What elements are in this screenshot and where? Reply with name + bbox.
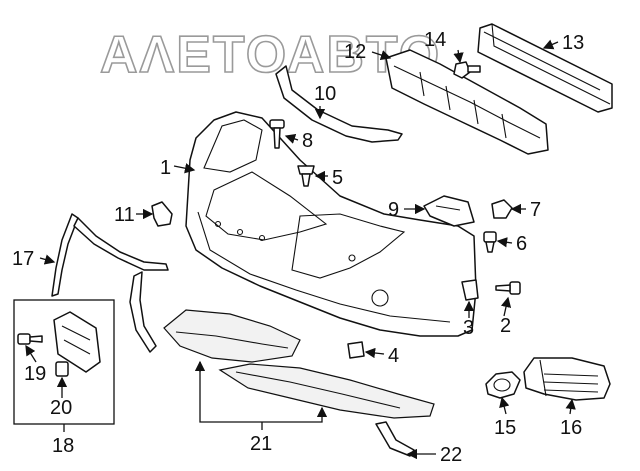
label-4: 4 — [388, 345, 399, 367]
nut-20 — [55, 361, 69, 377]
screw-8 — [269, 119, 285, 149]
license-bracket — [53, 311, 101, 373]
leader-lines — [25, 39, 576, 460]
label-19: 19 — [24, 363, 46, 385]
lower-shield-lower — [218, 363, 435, 419]
nut-7 — [491, 199, 513, 219]
side-bracket — [151, 201, 173, 227]
bolt-19 — [17, 333, 43, 345]
label-6: 6 — [516, 233, 527, 255]
label-17: 17 — [12, 248, 34, 270]
label-8: 8 — [302, 130, 313, 152]
energy-absorber — [385, 49, 549, 155]
label-13: 13 — [562, 32, 584, 54]
callout-numbers: 1 2 3 4 5 6 7 8 9 10 11 12 13 14 15 16 1… — [12, 29, 584, 466]
clip-4 — [347, 341, 365, 359]
label-5: 5 — [332, 167, 343, 189]
label-20: 20 — [50, 397, 72, 419]
bumper-cover — [185, 111, 477, 337]
bolt-14 — [453, 61, 481, 79]
bracket-22 — [375, 421, 415, 457]
side-molding — [51, 213, 169, 353]
label-9: 9 — [388, 199, 399, 221]
screw-2 — [495, 281, 521, 295]
retainer-3 — [461, 279, 479, 301]
label-1: 1 — [160, 157, 171, 179]
label-22: 22 — [440, 444, 462, 466]
label-18: 18 — [52, 435, 74, 457]
label-16: 16 — [560, 417, 582, 439]
bolt-6 — [483, 231, 497, 253]
label-10: 10 — [314, 83, 336, 105]
lower-shield-upper — [163, 309, 301, 363]
fog-lamp-ring — [485, 371, 521, 399]
label-7: 7 — [530, 199, 541, 221]
label-21: 21 — [250, 433, 272, 455]
fog-lamp-cover — [523, 357, 611, 401]
upper-retainer — [275, 65, 403, 143]
label-11: 11 — [114, 204, 135, 226]
reinforcement-bar — [477, 23, 613, 113]
label-3: 3 — [463, 317, 474, 339]
clip-5 — [297, 165, 315, 187]
label-2: 2 — [500, 315, 511, 337]
label-12: 12 — [344, 41, 366, 63]
label-14: 14 — [424, 29, 446, 51]
label-15: 15 — [494, 417, 516, 439]
bracket-9 — [423, 195, 475, 227]
